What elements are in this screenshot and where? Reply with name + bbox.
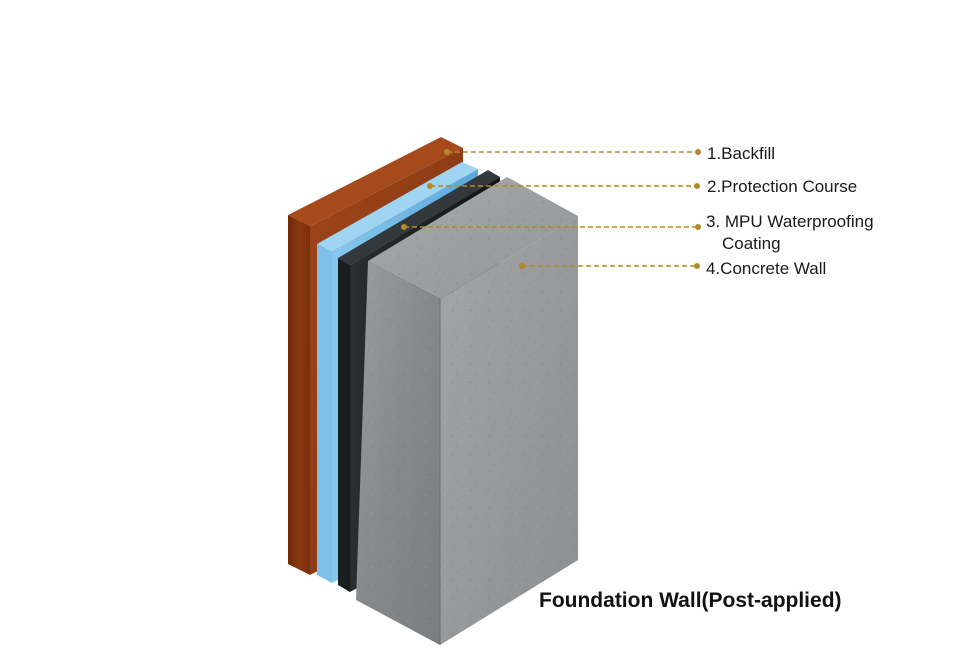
label-backfill: 1.Backfill — [707, 144, 776, 163]
leader-dot — [444, 149, 450, 155]
leader-dot — [694, 183, 700, 189]
diagram-caption: Foundation Wall(Post-applied) — [539, 589, 842, 612]
label-concrete-wall: 4.Concrete Wall — [706, 259, 827, 278]
leader-dot — [401, 224, 407, 230]
leader-dots — [401, 149, 701, 269]
leader-dot — [694, 263, 700, 269]
leader-dot — [519, 263, 525, 269]
leader-lines — [404, 151, 698, 267]
leader-dot — [695, 149, 701, 155]
concrete-wall-block — [356, 177, 578, 645]
leader-dot — [427, 183, 433, 189]
leader-dot — [695, 224, 701, 230]
label-protection-course: 2.Protection Course — [707, 177, 858, 196]
label-waterproofing-coating: 3. MPU Waterproofing — [706, 212, 874, 231]
label-waterproofing-coating-line2: Coating — [722, 234, 781, 253]
